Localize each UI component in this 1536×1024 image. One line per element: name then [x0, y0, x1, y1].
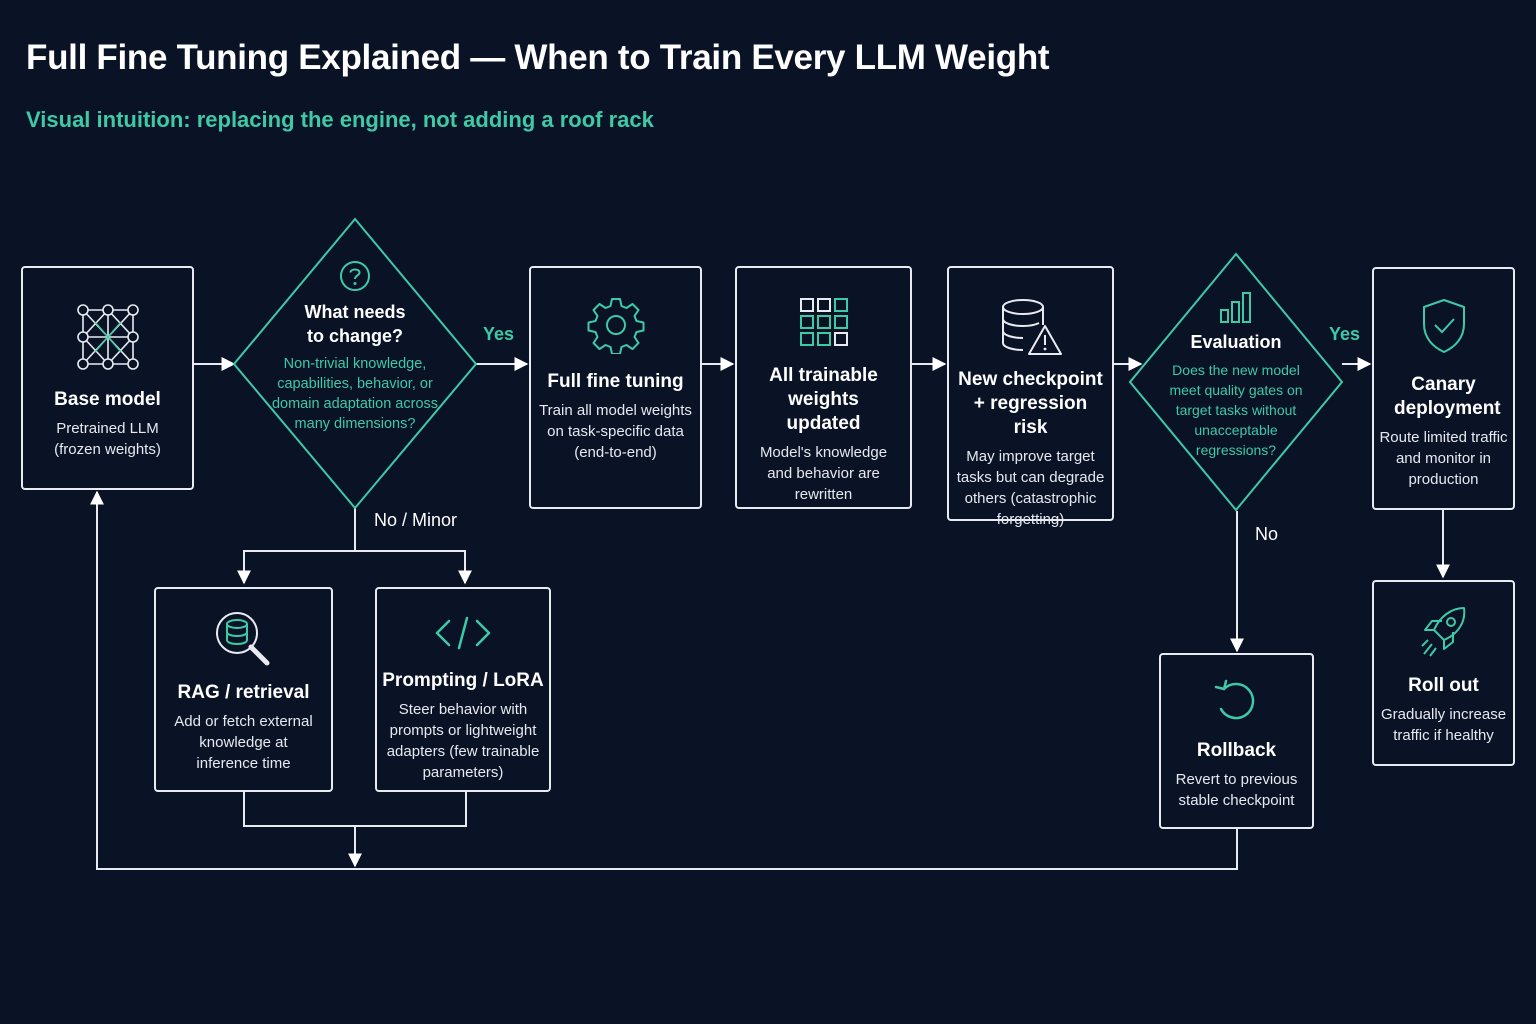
- rollback-desc: Revert to previous stable checkpoint: [1175, 771, 1298, 809]
- canary-deployment-desc: Route limited traffic and monitor in pro…: [1379, 429, 1508, 488]
- prompting-lora-desc: Steer behavior with prompts or lightweig…: [386, 701, 540, 781]
- gear-icon: [587, 298, 644, 354]
- decision-node: What needs to change? Non-trivial knowle…: [272, 260, 438, 434]
- evaluation-desc: Does the new model meet quality gates on…: [1169, 362, 1303, 458]
- new-checkpoint-desc: May improve target tasks but can degrade…: [956, 448, 1105, 528]
- question-icon: [340, 261, 370, 291]
- prompting-lora-node: Prompting / LoRA Steer behavior with pro…: [375, 587, 551, 792]
- new-checkpoint-title: New checkpoint + regression risk: [958, 369, 1103, 438]
- rag-retrieval-title: RAG / retrieval: [177, 682, 310, 703]
- connector-merge-alternatives: [243, 791, 467, 827]
- neural-network-icon: [76, 304, 139, 370]
- new-checkpoint-node: New checkpoint + regression risk May imp…: [947, 266, 1114, 528]
- prompting-lora-title: Prompting / LoRA: [382, 670, 544, 691]
- database-warning-icon: [1001, 299, 1062, 355]
- page-subtitle: Visual intuition: replacing the engine, …: [26, 107, 654, 132]
- code-icon: [435, 616, 491, 650]
- rollback-icon: [1214, 679, 1254, 720]
- rag-retrieval-node: RAG / retrieval Add or fetch external kn…: [154, 587, 333, 792]
- base-model-title: Base model: [54, 389, 161, 410]
- evaluation-title: Evaluation: [1190, 332, 1282, 352]
- bar-chart-icon: [1220, 292, 1251, 323]
- roll-out-node: Roll out Gradually increase traffic if h…: [1372, 580, 1515, 766]
- weights-updated-desc: Model's knowledge and behavior are rewri…: [759, 444, 888, 503]
- decision-title: What needs to change?: [304, 302, 406, 346]
- full-fine-tuning-title: Full fine tuning: [547, 371, 684, 392]
- grid-icon: [799, 298, 848, 346]
- evaluation-diamond-outline: [1128, 252, 1344, 512]
- edge-label-no-evaluation: No: [1255, 524, 1279, 544]
- roll-out-title: Roll out: [1408, 675, 1479, 696]
- rollback-title: Rollback: [1196, 740, 1277, 761]
- rollback-node: Rollback Revert to previous stable check…: [1159, 653, 1314, 829]
- weights-updated-node: All trainable weights updated Model's kn…: [735, 266, 912, 509]
- search-database-icon: [215, 612, 269, 666]
- connector-no-minor-split-right: [355, 550, 472, 585]
- roll-out-desc: Gradually increase traffic if healthy: [1380, 706, 1507, 744]
- rag-retrieval-desc: Add or fetch external knowledge at infer…: [174, 713, 313, 772]
- connector-no-minor-split: [237, 508, 356, 585]
- decision-desc: Non-trivial knowledge, capabilities, beh…: [271, 356, 439, 432]
- weights-updated-title: All trainable weights updated: [769, 365, 878, 434]
- canary-deployment-title: Canary deployment: [1394, 374, 1501, 419]
- base-model-desc: Pretrained LLM (frozen weights): [54, 420, 161, 458]
- connector-feedback-loop: [90, 490, 1238, 870]
- base-model-node: Base model Pretrained LLM (frozen weight…: [21, 266, 194, 490]
- decision-diamond-outline: [232, 217, 478, 510]
- edge-label-no-minor: No / Minor: [374, 510, 458, 530]
- page-title: Full Fine Tuning Explained — When to Tra…: [26, 38, 1050, 77]
- evaluation-node: Evaluation Does the new model meet quali…: [1162, 290, 1310, 460]
- rocket-icon: [1420, 607, 1465, 657]
- edge-label-yes-decision: Yes: [483, 324, 515, 344]
- full-fine-tuning-desc: Train all model weights on task-specific…: [539, 402, 692, 461]
- edge-label-yes-evaluation: Yes: [1329, 324, 1361, 344]
- canary-deployment-node: Canary deployment Route limited traffic …: [1372, 267, 1515, 510]
- full-fine-tuning-node: Full fine tuning Train all model weights…: [529, 266, 702, 509]
- shield-check-icon: [1422, 299, 1465, 353]
